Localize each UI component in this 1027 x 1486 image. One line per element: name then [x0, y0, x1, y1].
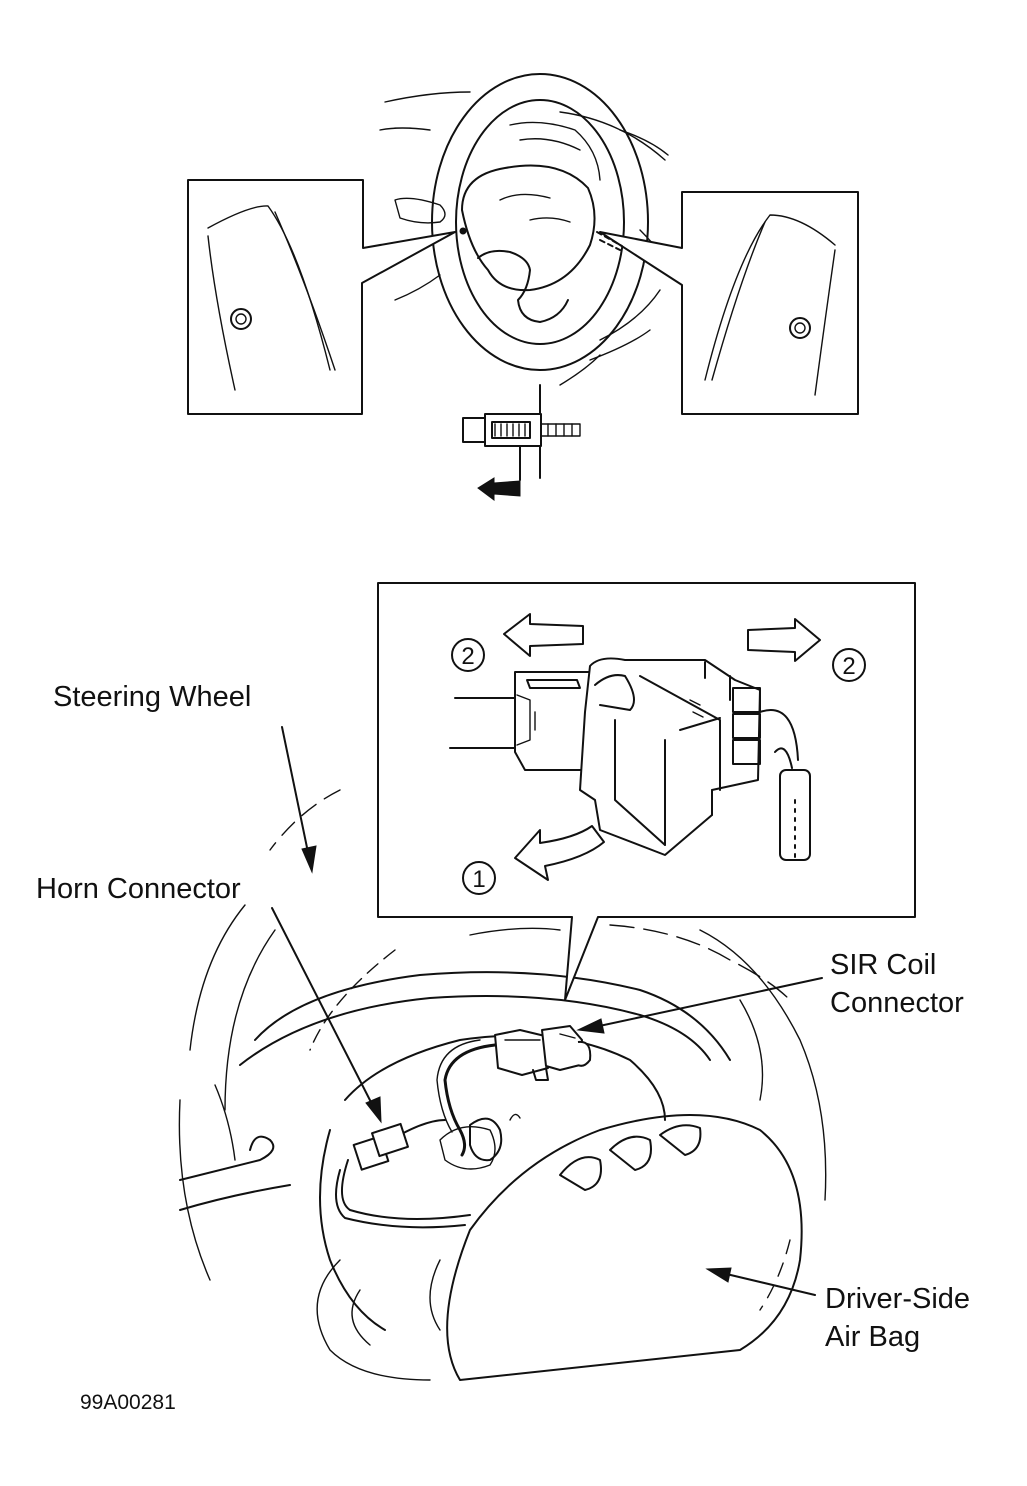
- steering-wheel-leader: [281, 726, 311, 863]
- air-bag-hub: [461, 164, 596, 292]
- figure-code: 99A00281: [80, 1391, 176, 1414]
- sir-coil-connector-part: [494, 1025, 592, 1081]
- horn-connector-leader: [271, 907, 377, 1113]
- steering-wheel-label: Steering Wheel: [53, 681, 252, 713]
- step-1-number: 1: [472, 866, 485, 893]
- step-2-left-number: 2: [461, 643, 474, 670]
- sir-coil-leader: [589, 977, 823, 1029]
- pull-right-arrow-icon: [747, 618, 821, 662]
- sir-coil-connector-label-line2: Connector: [830, 987, 964, 1019]
- driver-side-air-bag-label-line2: Air Bag: [825, 1321, 921, 1353]
- leader-lines: [271, 726, 823, 1296]
- step-2-left-marker: [451, 638, 485, 672]
- air-bag-leader: [717, 1271, 816, 1296]
- steering-wheel-rim-outer: [431, 73, 649, 371]
- left-inset-panel: [187, 179, 456, 415]
- sir-coil-connector-label-line1: SIR Coil: [830, 949, 937, 981]
- left-bolt-icon: [230, 308, 252, 330]
- connector-mating-half: [514, 671, 591, 771]
- step-2-right-marker: [832, 648, 866, 682]
- steering-wheel-rim-inner: [455, 99, 625, 345]
- step-2-right-number: 2: [842, 653, 855, 680]
- horn-connector-label: Horn Connector: [36, 873, 241, 905]
- step-1-marker: [462, 861, 496, 895]
- driver-side-air-bag-label-line1: Driver-Side: [825, 1283, 971, 1315]
- bolt-removal-detail: [462, 384, 581, 501]
- removal-arrow-icon: [477, 477, 521, 501]
- connector-main-body: [579, 657, 761, 856]
- top-steering-wheel-view: [187, 73, 859, 415]
- right-inset-panel: [599, 191, 859, 415]
- bolt-head: [462, 417, 486, 443]
- release-tab-arrow-icon: [514, 825, 605, 881]
- pull-left-arrow-icon: [503, 613, 584, 657]
- bottom-steering-wheel-view: [178, 789, 827, 1381]
- connector-detail-inset: 2 2 1: [377, 582, 916, 1001]
- air-bag-pad: [446, 1114, 803, 1381]
- right-bolt-icon: [789, 317, 811, 339]
